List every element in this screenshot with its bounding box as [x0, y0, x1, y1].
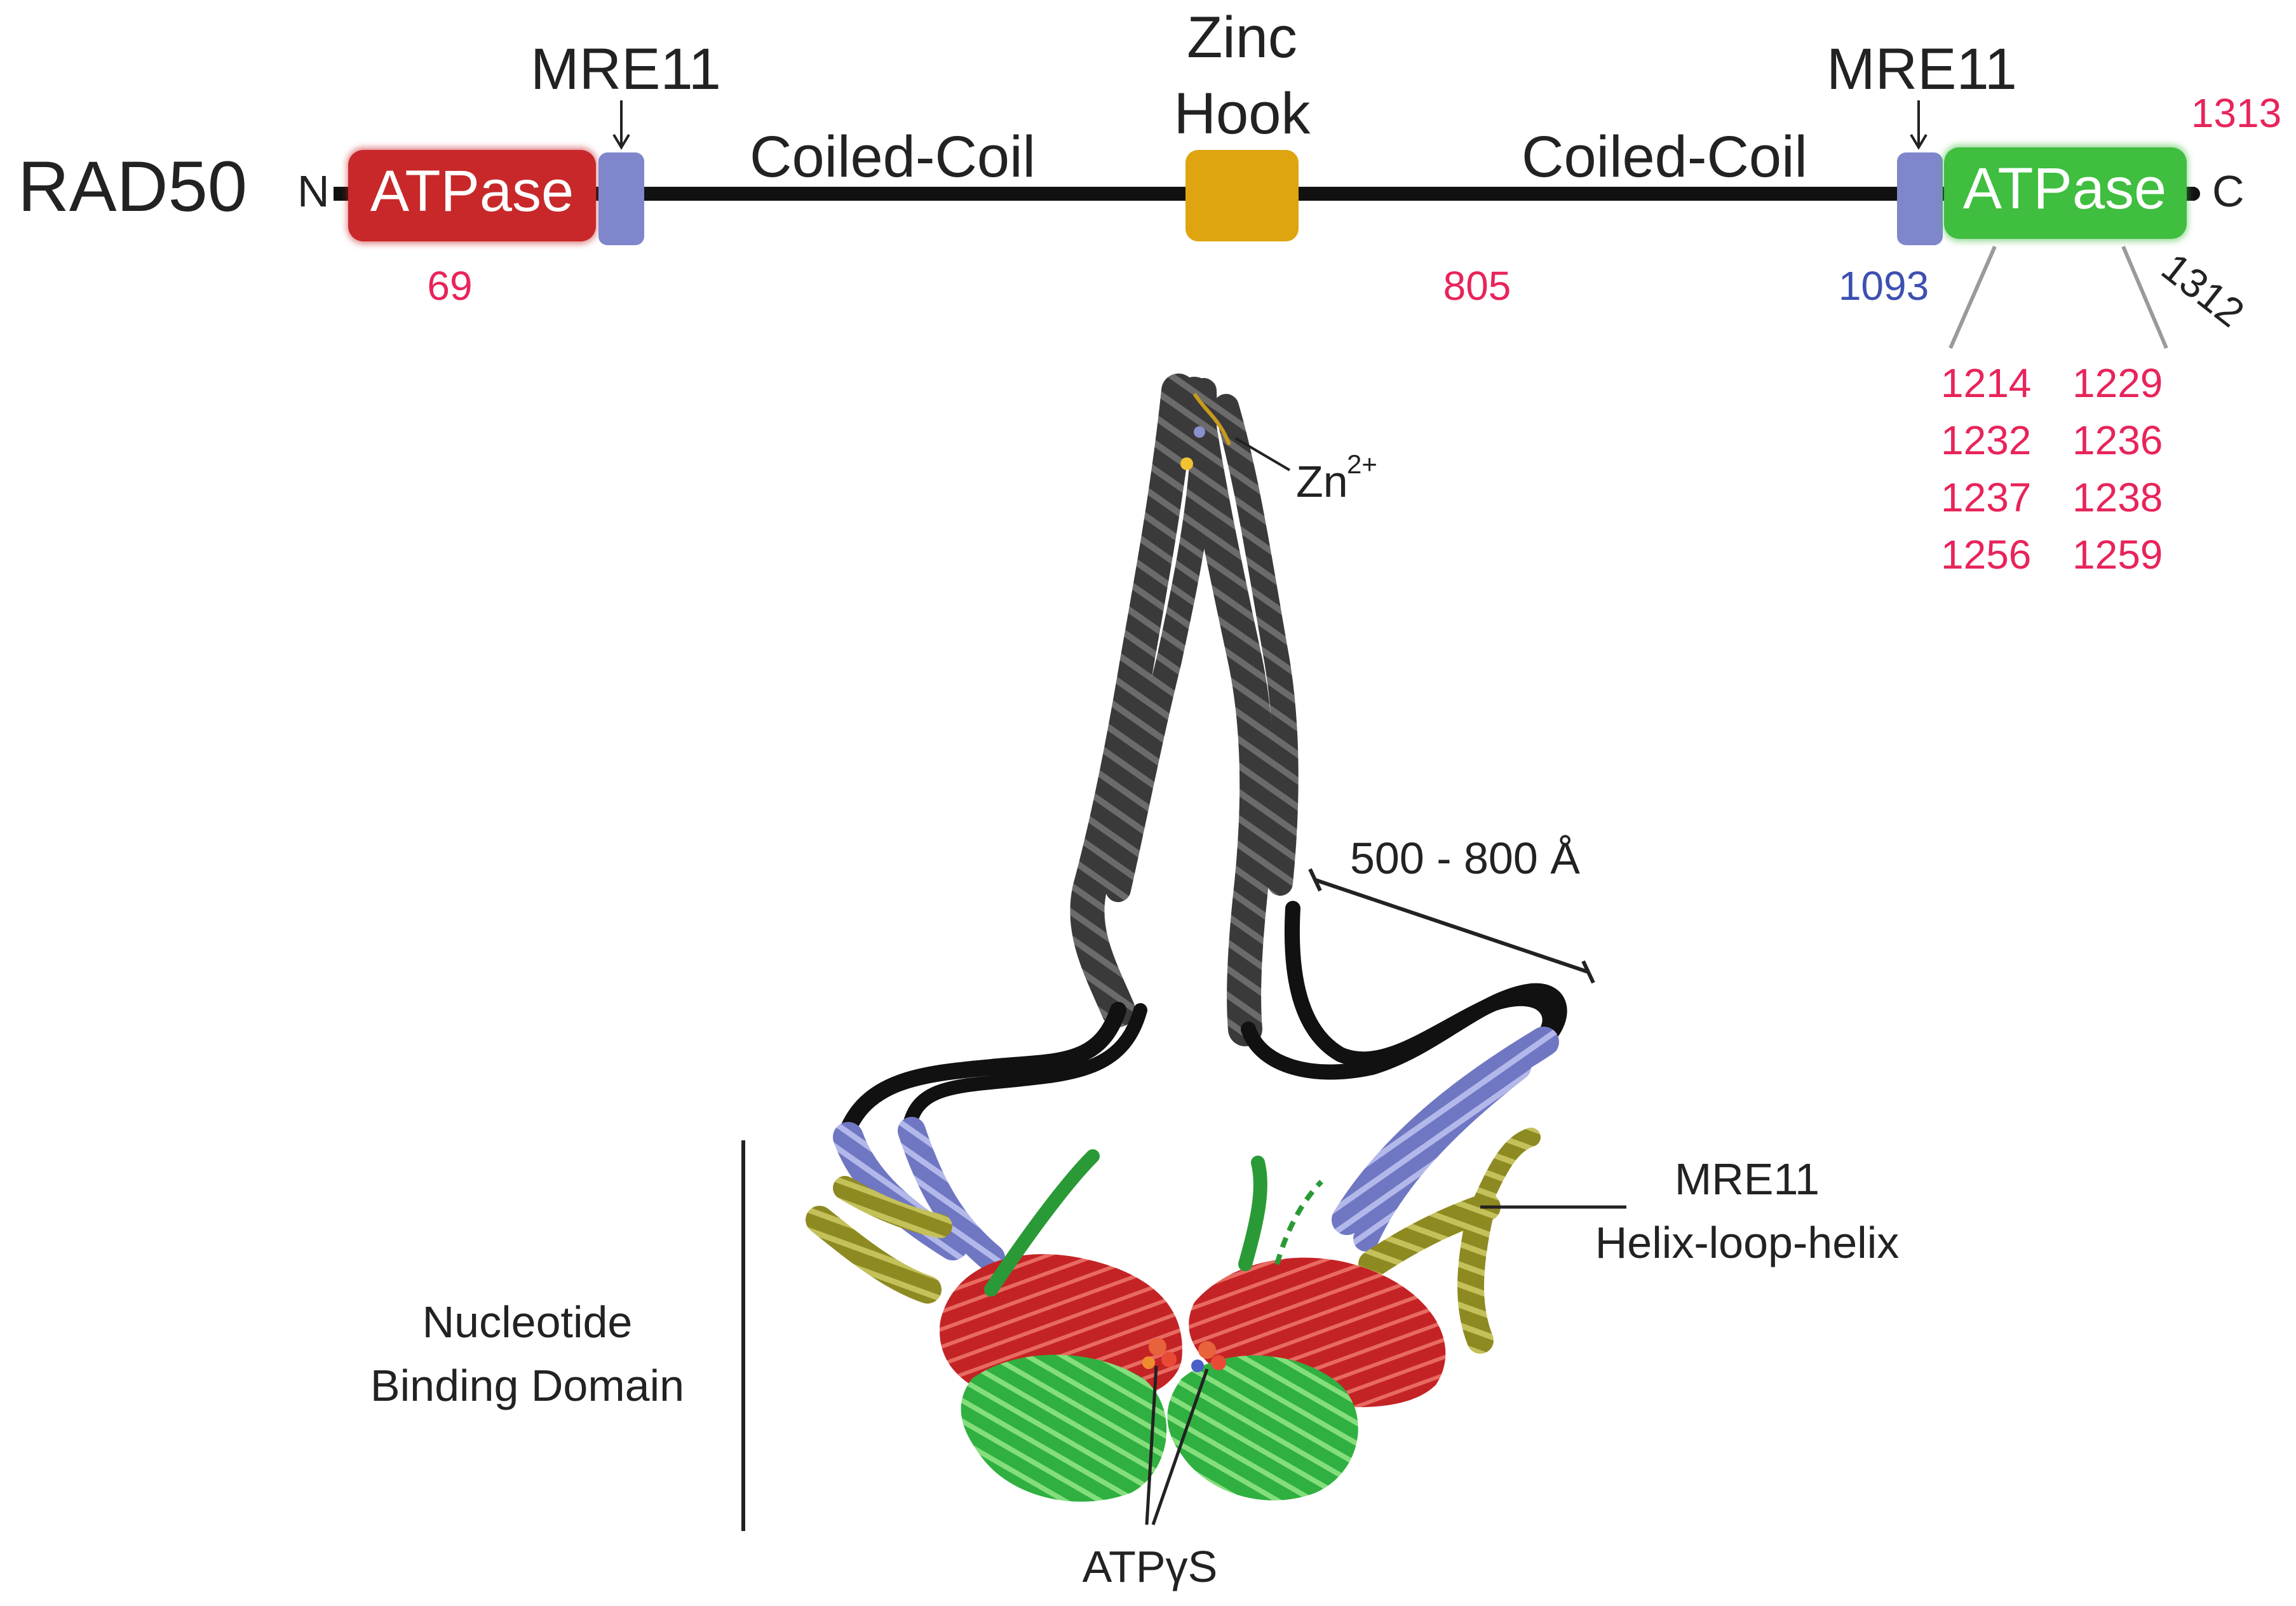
atp-leader-left: [1145, 1365, 1158, 1525]
mre11-left-arrow: [612, 100, 630, 150]
zinc-ion: [1194, 426, 1205, 438]
zinc-hook-box: [1185, 150, 1299, 241]
residue-69: 69: [427, 263, 472, 309]
c-end-dot: [2186, 187, 2200, 201]
atpase-c-label: ATPase: [1963, 156, 2166, 221]
mre11-hlh-helices: [806, 1128, 1541, 1354]
mre11-binding-left: [598, 152, 644, 245]
residue-1093: 1093: [1839, 263, 1929, 309]
atpase-c-lobes: [961, 1149, 1358, 1502]
coiled-coil-helices: [1070, 374, 1299, 1046]
length-scale-bar: [1308, 868, 1595, 984]
protein-label: RAD50: [18, 147, 247, 226]
atpase-n-label: ATPase: [370, 159, 574, 224]
domain-schematic: RAD50 N C ATPase ATPase Coiled-Coil Coil…: [18, 5, 2281, 577]
coiled-coil-left-label: Coiled-Coil: [750, 125, 1036, 189]
residue-1312: 1312: [2153, 244, 2253, 335]
mutation-residue: 1237: [1941, 475, 2031, 520]
mutation-residue: 1238: [2072, 475, 2163, 520]
coiled-coil-right-label: Coiled-Coil: [1522, 125, 1807, 189]
mutation-residue: 1256: [1941, 532, 2031, 577]
n-terminus-label: N: [297, 166, 330, 216]
zinc-hook-label-1: Zinc: [1187, 5, 1297, 70]
atp-label: ATPγS: [1083, 1542, 1218, 1591]
atp-leader-right: [1151, 1368, 1209, 1525]
nbd-label-2: Binding Domain: [370, 1361, 684, 1410]
zinc-hook-label-2: Hook: [1174, 81, 1311, 146]
mutation-residue: 1229: [2072, 360, 2163, 406]
mre11-hlh-label-2: Helix-loop-helix: [1595, 1218, 1900, 1267]
zinc-hook-structure: [1180, 393, 1231, 470]
c-terminus-label: C: [2212, 166, 2245, 216]
zn-label: Zn: [1296, 457, 1348, 506]
mutation-residue: 1214: [1941, 360, 2031, 406]
residue-805: 805: [1443, 263, 1511, 309]
mre11-hlh-label-1: MRE11: [1675, 1154, 1820, 1204]
mutation-residue: 1232: [1941, 417, 2031, 463]
atp-molecules: [1142, 1338, 1226, 1372]
zn-charge: 2+: [1347, 449, 1377, 479]
n-end-dot: [334, 187, 348, 201]
length-label: 500 - 800 Å: [1350, 833, 1580, 883]
mre11-right-arrow: [1910, 100, 1928, 150]
mre11-binding-right: [1897, 152, 1943, 245]
rad50-structure: [806, 374, 1567, 1502]
mutation-leader-left: [1948, 245, 1997, 349]
mutation-residue-list: 1214 1229 1232 1236 1237 1238 1256 1259: [1941, 360, 2163, 577]
zn-leader: [1234, 437, 1291, 471]
mre11-left-label: MRE11: [530, 37, 721, 102]
mre11-right-label: MRE11: [1827, 37, 2017, 102]
structure-annotations: Zn 2+ 500 - 800 Å MRE11 Helix-loop-helix…: [370, 437, 1900, 1591]
residue-1313: 1313: [2191, 90, 2281, 136]
coil-tubes: [837, 901, 1567, 1145]
mutation-residue: 1236: [2072, 417, 2163, 463]
nbd-label-1: Nucleotide: [422, 1297, 633, 1347]
atpase-n-box: [348, 150, 596, 241]
mutation-residue: 1259: [2072, 532, 2163, 577]
mutation-leader-right: [2121, 245, 2168, 349]
atpase-c-box: [1944, 147, 2187, 239]
